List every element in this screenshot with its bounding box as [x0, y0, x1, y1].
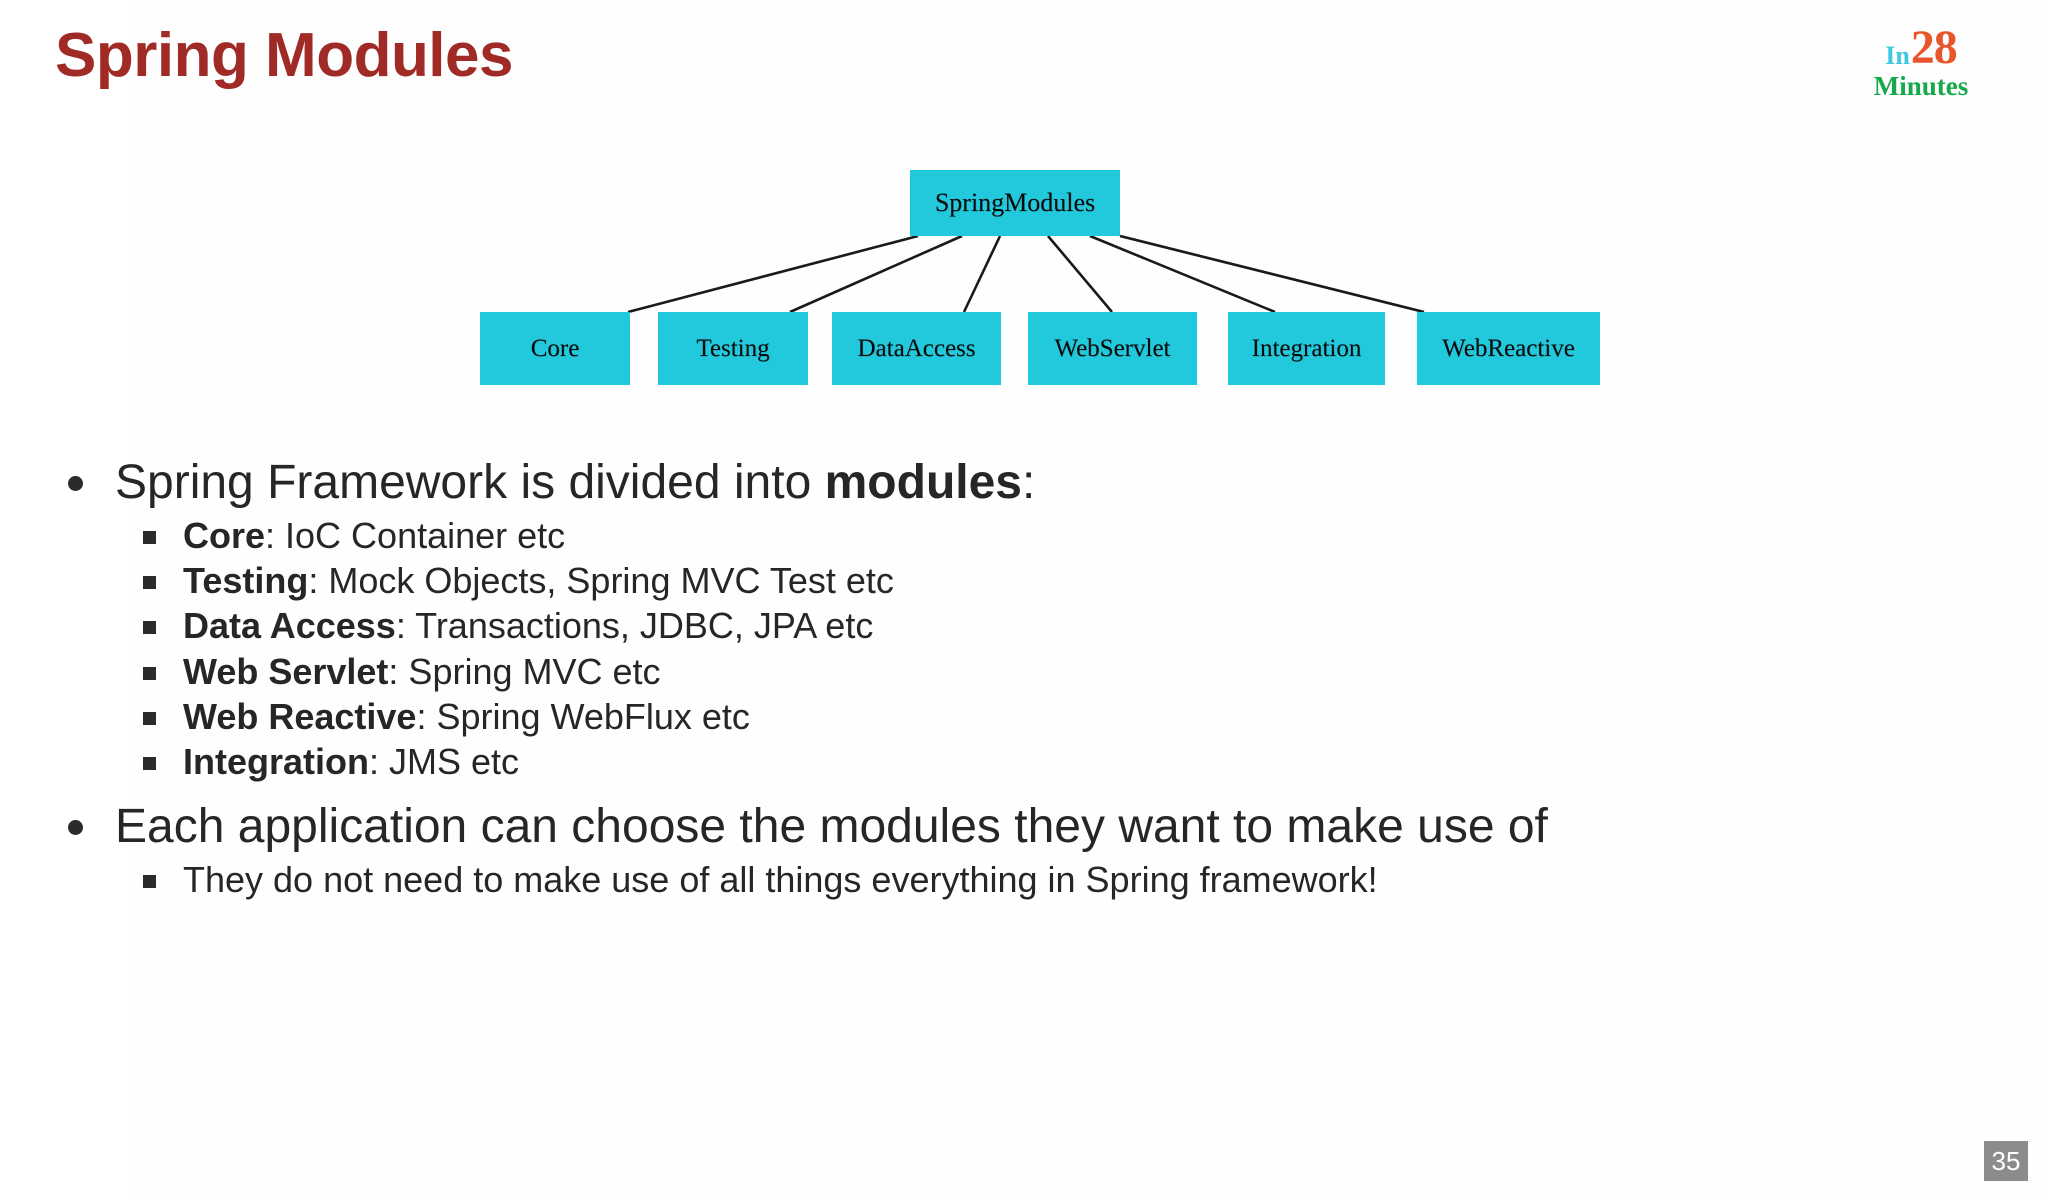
- bullet-level2: Web Reactive: Spring WebFlux etc: [0, 694, 2048, 739]
- bullet-spacer: [0, 785, 2048, 799]
- sub-bullet-tail: : Spring MVC etc: [388, 650, 661, 692]
- edge-root-integration: [1089, 234, 1276, 314]
- bullet-level1: Spring Framework is divided into modules…: [0, 455, 2048, 511]
- tree-node-dataaccess[interactable]: DataAccess: [832, 312, 1001, 385]
- tree-node-webservlet[interactable]: WebServlet: [1028, 312, 1197, 385]
- bullet-square-icon: [143, 712, 156, 726]
- sub-bullet-strong: Core: [183, 514, 266, 556]
- bullet-level1: Each application can choose the modules …: [0, 799, 2048, 855]
- edge-root-testing: [789, 234, 963, 314]
- edge-root-core: [627, 234, 919, 314]
- tree-node-integration[interactable]: Integration: [1228, 312, 1385, 385]
- bullet-square-icon: [143, 530, 156, 544]
- sub-bullet-tail: : Transactions, JDBC, JPA etc: [395, 605, 874, 647]
- bullet-dot-icon: [68, 819, 83, 835]
- bullet-level2: Testing: Mock Objects, Spring MVC Test e…: [0, 558, 2048, 603]
- sub-bullet-strong: Data Access: [183, 605, 396, 647]
- slide-body-bullets: Spring Framework is divided into modules…: [0, 455, 2048, 902]
- tree-node-testing[interactable]: Testing: [658, 312, 808, 385]
- bullet-level2: Data Access: Transactions, JDBC, JPA etc: [0, 603, 2048, 648]
- bullet-text-tail: :: [1022, 456, 1036, 509]
- edge-root-dataaccess: [962, 235, 1002, 313]
- bullet-level2: Web Servlet: Spring MVC etc: [0, 649, 2048, 694]
- page-title: Spring Modules: [55, 21, 514, 90]
- logo-text-28: 28: [1910, 21, 1958, 74]
- sub-bullet-tail: : JMS etc: [369, 741, 520, 783]
- sub-bullet-strong: Integration: [183, 741, 369, 783]
- bullet-square-icon: [143, 576, 156, 590]
- bullet-text-lead: Spring Framework is divided into: [115, 456, 825, 509]
- edge-root-webservlet: [1047, 235, 1113, 313]
- bullet-text-lead: Each application can choose the modules …: [115, 799, 1548, 853]
- sub-bullet-tail: : IoC Container etc: [265, 514, 566, 556]
- bullet-level2: Core: IoC Container etc: [0, 513, 2048, 558]
- sub-bullet-tail: They do not need to make use of all thin…: [183, 858, 1378, 900]
- bullet-square-icon: [143, 666, 156, 680]
- logo-top-row: In 28: [1846, 24, 1996, 72]
- tree-node-webreactive[interactable]: WebReactive: [1417, 312, 1600, 385]
- logo-text-minutes: Minutes: [1873, 71, 1969, 101]
- sub-bullet-strong: Testing: [183, 560, 309, 602]
- bullet-square-icon: [143, 621, 156, 635]
- spring-modules-tree-diagram: SpringModules Core Testing DataAccess We…: [0, 150, 2048, 400]
- tree-edges: [627, 234, 1425, 314]
- bullet-level2: They do not need to make use of all thin…: [0, 857, 2048, 902]
- bullet-level2: Integration: JMS etc: [0, 739, 2048, 784]
- in28minutes-logo: In 28 Minutes: [1846, 24, 1996, 100]
- sub-bullet-tail: : Mock Objects, Spring MVC Test etc: [308, 560, 894, 602]
- page-number-badge: 35: [1984, 1141, 2028, 1181]
- bullet-dot-icon: [68, 476, 83, 491]
- tree-node-core[interactable]: Core: [480, 312, 630, 385]
- bullet-square-icon: [143, 757, 156, 771]
- bullet-square-icon: [143, 874, 156, 888]
- edge-root-webreactive: [1119, 234, 1425, 314]
- sub-bullet-strong: Web Servlet: [183, 650, 389, 692]
- bullet-text-strong: modules: [824, 456, 1022, 509]
- logo-text-in: In: [1885, 41, 1910, 70]
- sub-bullet-tail: : Spring WebFlux etc: [416, 696, 750, 738]
- sub-bullet-strong: Web Reactive: [183, 696, 417, 738]
- tree-node-root[interactable]: SpringModules: [910, 170, 1120, 236]
